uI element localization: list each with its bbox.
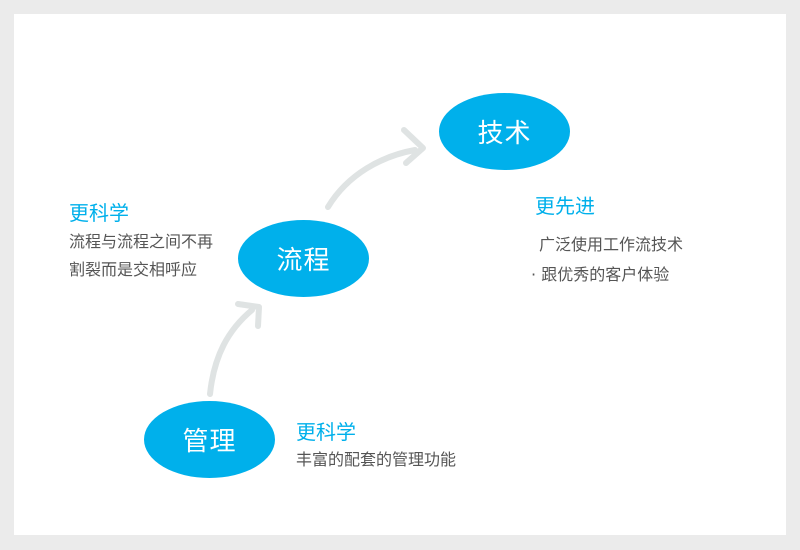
- arrow-management-to-process-head: [235, 301, 262, 329]
- tech-note-line-2-row: · 跟优秀的客户体验: [531, 261, 669, 289]
- diagram-card: [14, 14, 786, 535]
- tech-note-heading: 更先进: [535, 194, 595, 218]
- node-management-label: 管理: [182, 427, 237, 457]
- node-tech: 技术: [439, 93, 570, 170]
- management-note-heading: 更科学: [296, 420, 356, 444]
- tech-note-line-1: 广泛使用工作流技术: [539, 235, 684, 254]
- node-process-label: 流程: [276, 246, 331, 276]
- management-note-body: 丰富的配套的管理功能: [296, 450, 457, 469]
- process-note-heading: 更科学: [69, 201, 129, 225]
- process-note-body: 流程与流程之间不再割裂而是交相呼应: [69, 232, 214, 279]
- node-process: 流程: [238, 220, 369, 297]
- tech-note-line-2: 跟优秀的客户体验: [541, 265, 670, 284]
- node-management: 管理: [144, 401, 275, 478]
- arrow-management-to-process: [207, 307, 255, 397]
- bullet-dot: ·: [531, 265, 537, 284]
- arrow-process-to-tech: [325, 147, 418, 210]
- arrow-process-to-tech-head: [401, 127, 426, 166]
- node-tech-label: 技术: [477, 119, 532, 149]
